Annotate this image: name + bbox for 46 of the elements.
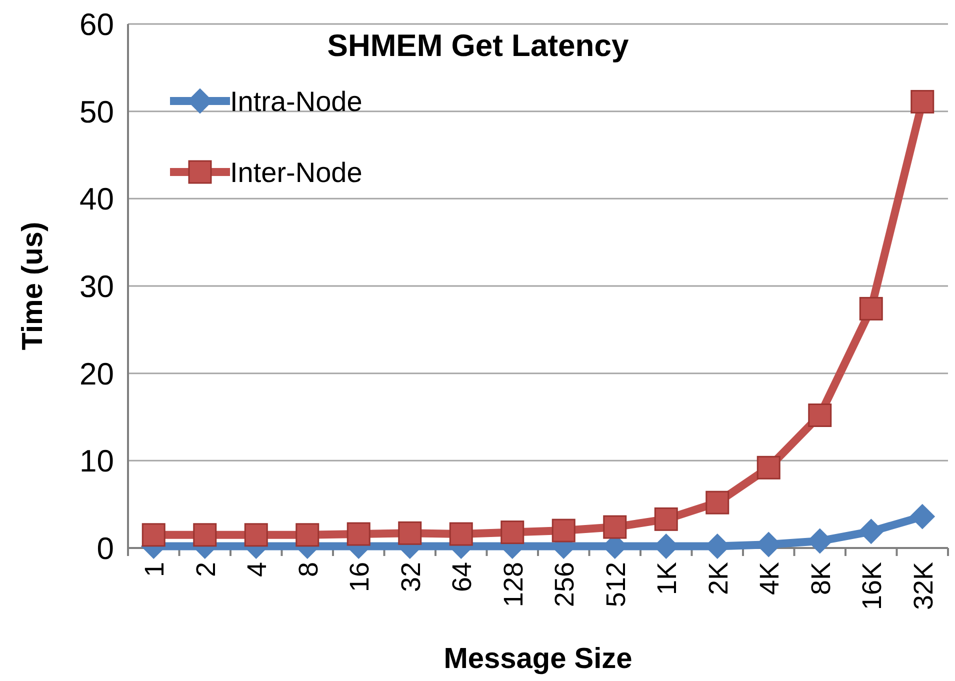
point xyxy=(142,523,166,547)
point xyxy=(858,518,884,544)
x-tick-label: 1 xyxy=(140,562,170,578)
y-tick-label: 20 xyxy=(80,356,114,392)
x-tick-label: 256 xyxy=(550,562,580,608)
point xyxy=(756,456,780,480)
point xyxy=(296,523,320,547)
point xyxy=(346,522,370,546)
x-tick-label: 64 xyxy=(447,562,478,592)
x-tick-label: 32 xyxy=(396,562,426,592)
legend-label: Intra-Node xyxy=(230,86,362,117)
point xyxy=(910,90,934,114)
point xyxy=(910,504,935,530)
y-tick-label: 0 xyxy=(96,531,114,566)
x-tick-label: 16K xyxy=(857,562,888,610)
legend-label: Inter-Node xyxy=(230,157,362,188)
x-tick-label: 128 xyxy=(498,562,528,608)
x-tick-label: 16 xyxy=(344,562,375,592)
x-tick-label: 2 xyxy=(190,562,221,578)
point xyxy=(552,518,576,542)
x-tick-label: 1K xyxy=(652,562,682,596)
y-axis-title: Time (us) xyxy=(17,222,49,350)
chart-title: SHMEM Get Latency xyxy=(327,28,629,63)
y-tick-label: 30 xyxy=(80,269,114,304)
point xyxy=(449,522,473,546)
x-tick-label: 4 xyxy=(242,562,272,578)
point xyxy=(500,520,524,544)
point xyxy=(398,521,422,545)
x-tick-label: 8 xyxy=(293,562,324,578)
x-axis-title: Message Size xyxy=(444,643,632,675)
point xyxy=(706,490,730,514)
x-tick-label: 512 xyxy=(600,562,631,608)
x-tick-label: 2K xyxy=(703,562,734,596)
point xyxy=(603,515,627,539)
point xyxy=(859,296,883,320)
x-tick-label: 32K xyxy=(908,562,938,610)
point xyxy=(654,507,678,531)
point xyxy=(193,523,217,547)
point xyxy=(244,523,268,547)
y-tick-label: 40 xyxy=(80,182,114,217)
x-tick-label: 8K xyxy=(806,562,836,596)
y-tick-label: 60 xyxy=(80,7,114,42)
x-tick-label: 4K xyxy=(754,562,785,596)
point xyxy=(808,404,832,428)
y-tick-label: 10 xyxy=(80,444,114,479)
y-tick-label: 50 xyxy=(80,94,114,130)
